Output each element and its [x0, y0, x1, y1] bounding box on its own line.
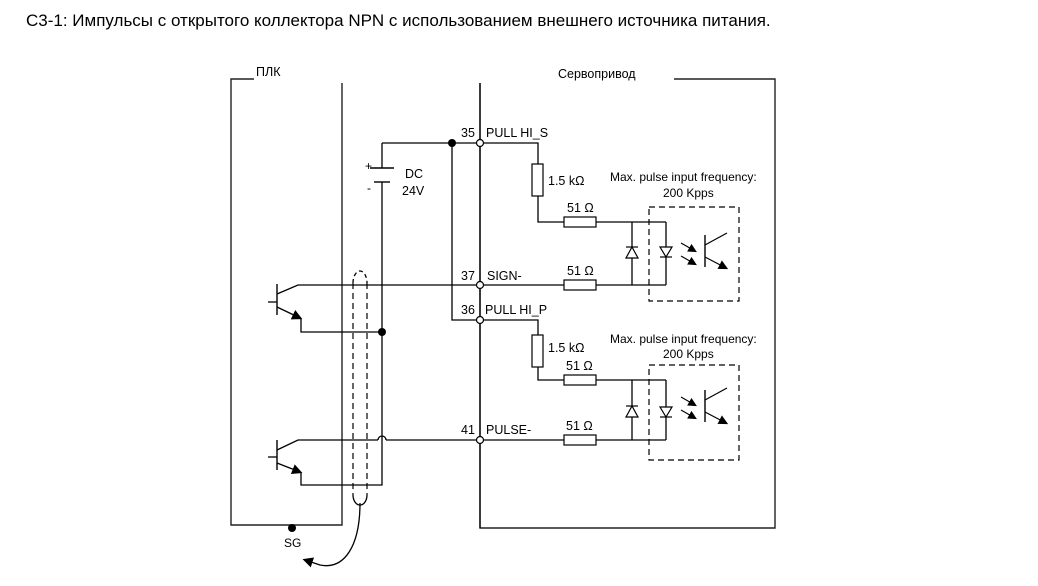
diode-icon	[624, 245, 640, 259]
pin-number: 35	[461, 126, 475, 140]
series-resistor	[563, 279, 597, 291]
sg-label: SG	[284, 536, 301, 550]
servo-label: Сервопривод	[558, 67, 636, 81]
wire-pull-hi-p	[451, 143, 480, 321]
plc-label: ПЛК	[256, 65, 281, 79]
pin-number: 37	[461, 269, 475, 283]
diode-icon	[624, 404, 640, 418]
optocoupler-box	[648, 206, 740, 302]
pin-number: 41	[461, 423, 475, 437]
dc-label: DC	[405, 167, 423, 181]
plc-box: ПЛК	[230, 65, 343, 526]
pull-resistor	[531, 163, 544, 197]
optocoupler-box	[648, 364, 740, 461]
led-icon	[658, 406, 674, 419]
channel-pulse: 1.5 kΩ 51 Ω 51 Ω Max. pulse input freque…	[483, 319, 757, 461]
series-resistor	[563, 374, 597, 386]
pin-name: PULL HI_S	[486, 126, 548, 140]
junction-dot	[448, 139, 456, 147]
sg-terminal	[288, 524, 296, 532]
npn-transistor-sign	[268, 284, 480, 336]
series-resistor-label: 51 Ω	[567, 201, 594, 215]
series-resistor-label: 51 Ω	[566, 419, 593, 433]
dc-power-supply: + - DC 24V	[365, 142, 452, 460]
shielded-cable	[302, 270, 368, 568]
plus-sign: +	[365, 159, 372, 173]
pin-name: SIGN-	[487, 269, 522, 283]
frequency-note: Max. pulse input frequency:	[610, 332, 757, 346]
led-icon	[658, 246, 674, 259]
series-resistor	[563, 434, 597, 446]
series-resistor-label: 51 Ω	[567, 264, 594, 278]
pin-name: PULSE-	[486, 423, 531, 437]
pin-41: 41 PULSE-	[461, 423, 531, 445]
channel-sign: 1.5 kΩ 51 Ω 51 Ω Max. pulse input freque…	[483, 142, 757, 302]
pin-37: 37 SIGN-	[461, 269, 522, 290]
voltage-label: 24V	[402, 184, 425, 198]
frequency-value: 200 Kpps	[663, 347, 714, 361]
pin-36: 36 PULL HI_P	[461, 303, 547, 325]
diagram-title: С3-1: Импульсы с открытого коллектора NP…	[26, 11, 771, 30]
minus-sign: -	[367, 181, 371, 195]
series-resistor-label: 51 Ω	[566, 359, 593, 373]
series-resistor	[563, 216, 597, 228]
pin-35: 35 PULL HI_S	[461, 126, 548, 148]
frequency-value: 200 Kpps	[663, 186, 714, 200]
pull-resistor	[531, 334, 544, 368]
npn-transistor-pulse	[268, 435, 480, 486]
frequency-note: Max. pulse input frequency:	[610, 170, 757, 184]
pull-resistor-label: 1.5 kΩ	[548, 341, 584, 355]
pin-name: PULL HI_P	[485, 303, 547, 317]
junction-dot	[378, 328, 386, 336]
pin-number: 36	[461, 303, 475, 317]
pull-resistor-label: 1.5 kΩ	[548, 174, 584, 188]
